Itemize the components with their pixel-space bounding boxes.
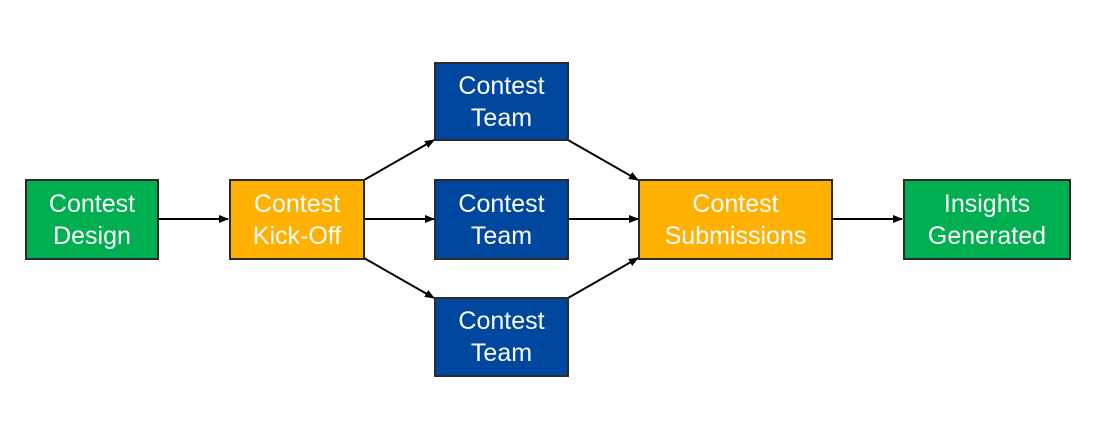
node-contest-team-bottom-line-1: Contest xyxy=(458,307,545,335)
node-contest-team-top: Contest Team xyxy=(434,62,569,141)
node-contest-design-line-1: Contest xyxy=(48,189,136,218)
node-contest-design-label: Contest Design xyxy=(49,188,135,252)
arrow-kickoff-to-team-top xyxy=(363,139,435,181)
node-contest-team-middle-label: Contest Team xyxy=(458,188,544,252)
node-contest-team-middle: Contest Team xyxy=(434,179,569,260)
node-contest-submissions-label: Contest Submissions xyxy=(665,188,807,252)
arrow-team-bottom-to-submissions xyxy=(567,257,639,299)
node-insights-generated-label: Insights Generated xyxy=(928,188,1046,252)
node-contest-submissions: Contest Submissions xyxy=(638,179,833,260)
node-contest-design: Contest Design xyxy=(25,179,159,260)
node-insights-generated-line-2: Generated xyxy=(927,221,1047,250)
node-contest-kickoff-line-1: Contest xyxy=(253,189,341,218)
node-contest-team-top-label: Contest Team xyxy=(458,70,544,134)
node-contest-design-line-2: Design xyxy=(53,221,131,250)
node-contest-team-bottom-label: Contest Team xyxy=(458,305,544,369)
node-contest-team-top-line-2: Team xyxy=(470,103,533,132)
node-contest-kickoff-line-2: Kick-Off xyxy=(252,221,342,250)
node-contest-kickoff: Contest Kick-Off xyxy=(229,179,365,260)
node-insights-generated-line-1: Insights xyxy=(943,189,1031,218)
node-contest-team-top-line-1: Contest xyxy=(458,71,545,100)
arrow-kickoff-to-team-bottom xyxy=(363,257,435,299)
node-contest-submissions-line-1: Contest xyxy=(692,189,779,218)
node-contest-submissions-line-2: Submissions xyxy=(664,221,807,250)
node-contest-kickoff-label: Contest Kick-Off xyxy=(253,188,341,252)
arrow-team-top-to-submissions xyxy=(567,139,639,181)
node-contest-team-bottom-line-2: Team xyxy=(470,339,533,367)
node-contest-team-middle-line-2: Team xyxy=(470,221,533,250)
node-contest-team-middle-line-1: Contest xyxy=(458,189,545,218)
node-contest-team-bottom: Contest Team xyxy=(434,297,569,377)
node-insights-generated: Insights Generated xyxy=(903,179,1071,260)
